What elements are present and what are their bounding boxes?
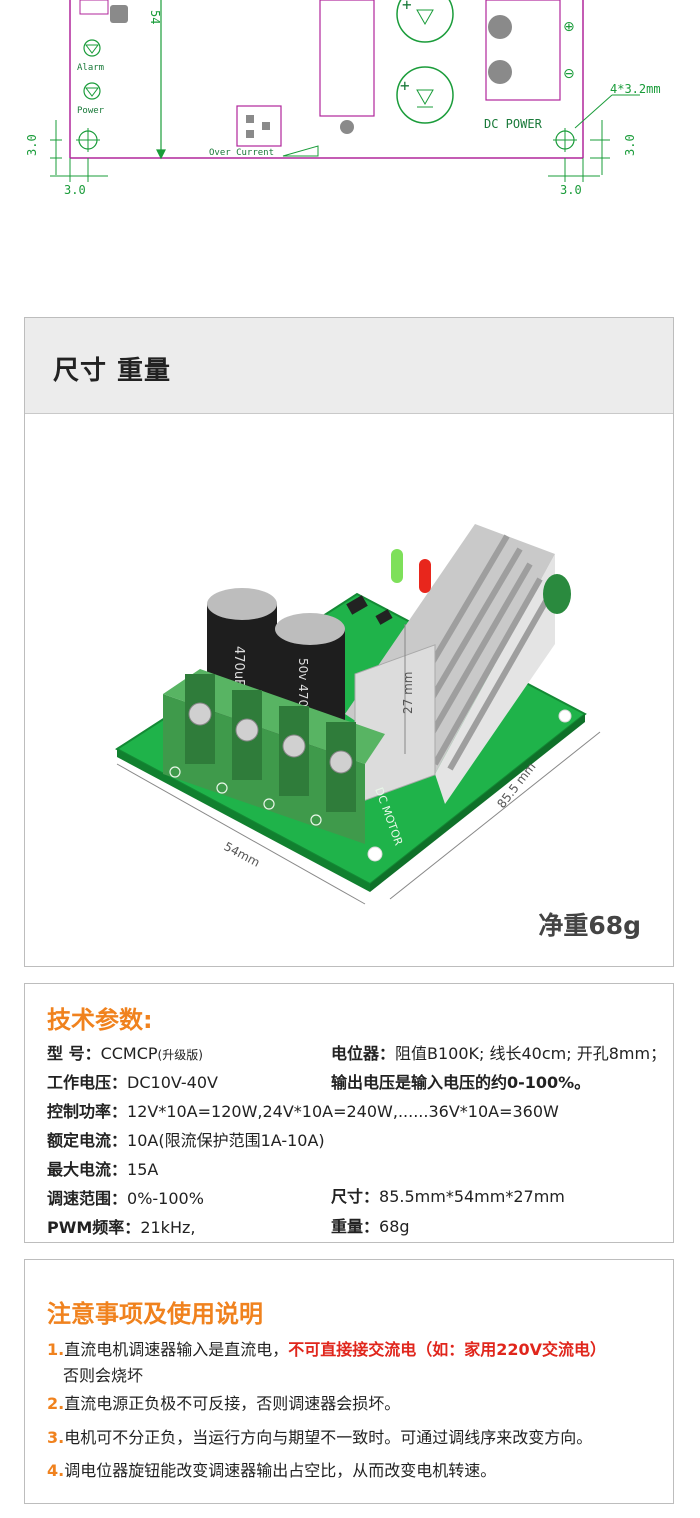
param-weight: 重量：68g (331, 1217, 410, 1236)
notes-title: 注意事项及使用说明 (47, 1300, 263, 1328)
param-pwm-frequency: PWM频率：21kHz, (47, 1218, 196, 1237)
dim-right-corner (548, 94, 640, 182)
component-top-left-outline (79, 0, 109, 15)
size-weight-header: 尺寸 重量 (25, 318, 673, 414)
dimension-drawing: 54 3.0 3.0 3.0 3.0 4*3.2mm Alarm (25, 0, 661, 197)
capacitor-footprint-2: + (396, 66, 454, 124)
hole-size-label: 4*3.2mm (610, 82, 661, 96)
svg-text:+: + (400, 76, 410, 95)
size-weight-panel: 尺寸 重量 (24, 317, 674, 967)
board-photo: 470uF 50v 470uF (25, 414, 673, 966)
minus-symbol: ⊖ (563, 66, 575, 82)
param-max-current: 最大电流：15A (47, 1160, 159, 1179)
board-illustration: 470uF 50v 470uF (115, 524, 601, 905)
dc-power-label: DC POWER (484, 117, 543, 131)
tech-params-title: 技术参数: (47, 1006, 153, 1034)
silk-symbols (169, 766, 322, 826)
component-top-left (110, 5, 128, 23)
param-rated-current: 额定电流：10A(限流保护范围1A-10A) (47, 1131, 325, 1150)
over-current-label: Over Current (209, 148, 274, 158)
capacitor-1-label: 470uF (231, 646, 246, 687)
led-power (83, 82, 101, 100)
dim-3-right-v: 3.0 (623, 134, 637, 156)
dim-3-left-h: 3.0 (64, 183, 86, 197)
note-item-1-cont: 否则会烧坏 (63, 1366, 144, 1385)
note-item-1: 1.直流电机调速器输入是直流电，不可直接接交流电（如：家用220V交流电） (47, 1340, 607, 1359)
notes-panel: 注意事项及使用说明 1.直流电机调速器输入是直流电，不可直接接交流电（如：家用2… (24, 1259, 674, 1504)
param-speed-range: 调速范围：0%-100% (47, 1189, 204, 1208)
capacitor-footprint-1: + (396, 0, 454, 43)
pcb-edge-right (370, 714, 585, 892)
dim-54mm: 54mm (222, 839, 263, 870)
size-weight-title: 尺寸 重量 (53, 356, 172, 386)
net-weight-label: 净重68g (538, 911, 641, 940)
ic-pad (340, 120, 354, 134)
terminal-block (163, 669, 385, 844)
pcb-edge (117, 749, 370, 892)
mount-hole-left (76, 128, 100, 152)
dim-27mm: 27 mm (401, 672, 415, 714)
dc-power-terminal (485, 0, 561, 101)
plus-symbol: ⊕ (563, 19, 575, 35)
note-item-2: 2.直流电源正负极不可反接，否则调速器会损坏。 (47, 1394, 401, 1413)
heatsink (345, 524, 555, 805)
pcb-hole-2 (558, 709, 572, 723)
note-item-4: 4.调电位器旋钮能改变调速器输出占空比，从而改变电机转速。 (47, 1461, 497, 1480)
dim-54-vertical (156, 0, 166, 160)
param-model: 型 号：CCMCP(升级版) (47, 1044, 203, 1063)
led-alarm-label: Alarm (77, 63, 104, 73)
dim-3-left-v: 3.0 (25, 134, 39, 156)
led-red (419, 559, 431, 593)
param-size: 尺寸：85.5mm*54mm*27mm (331, 1187, 565, 1206)
led-power-label: Power (77, 106, 105, 116)
board-outline (69, 0, 584, 159)
pcb-hole-1 (367, 846, 383, 862)
dim-lines (116, 624, 601, 905)
smd-ic-1 (346, 595, 368, 615)
note-item-3: 3.电机可不分正负，当运行方向与期望不一致时。可通过调线序来改变方向。 (47, 1428, 593, 1447)
tech-params-panel: 技术参数: 型 号：CCMCP(升级版) 电位器：阻值B100K; 线长40cm… (24, 983, 674, 1243)
capacitor-green (543, 574, 571, 614)
param-potentiometer: 电位器：阻值B100K; 线长40cm; 开孔8mm； (331, 1044, 667, 1063)
dim-left-corner (50, 120, 108, 182)
dim-54-label: 54 (148, 10, 162, 24)
dim-3-right-h: 3.0 (560, 183, 582, 197)
over-current-pot (236, 105, 319, 157)
param-working-voltage: 工作电压：DC10V-40V (47, 1073, 218, 1092)
led-green (391, 549, 403, 583)
mount-hole-right (553, 128, 577, 152)
param-control-power: 控制功率：12V*10A=120W,24V*10A=240W,......36V… (47, 1102, 559, 1121)
smd-ic-2 (375, 609, 393, 625)
ic-footprint (319, 0, 375, 117)
led-alarm (83, 39, 101, 57)
param-output-voltage: 输出电压是输入电压的约0-100%。 (331, 1073, 591, 1092)
svg-text:+: + (402, 0, 412, 14)
